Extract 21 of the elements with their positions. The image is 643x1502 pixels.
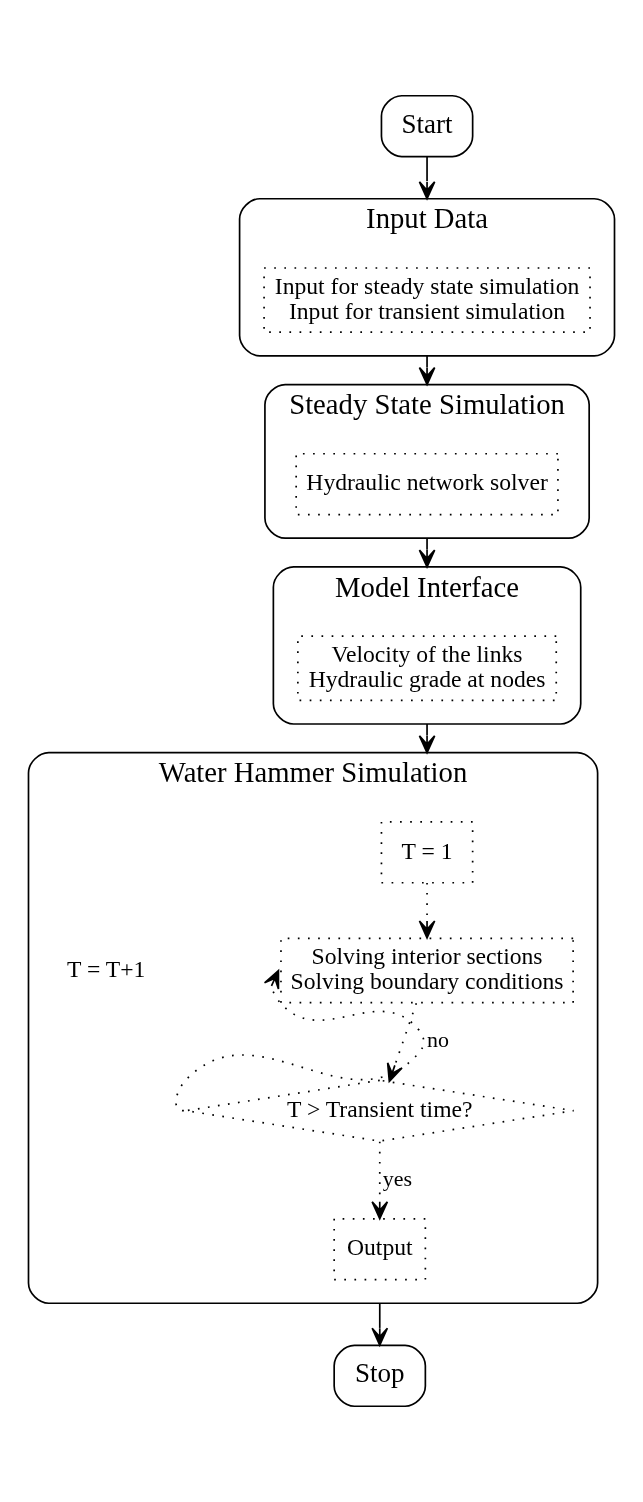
edge-label: no	[427, 1027, 449, 1053]
node-box: Stop	[333, 1344, 427, 1408]
arrow	[371, 1302, 389, 1346]
node-box: Output	[333, 1217, 427, 1281]
node-box: Input for steady state simulation Input for transient simulation	[263, 267, 591, 334]
node-box: Solving interior sections Solving boundary conditions	[280, 937, 574, 1004]
arrow	[175, 969, 425, 1112]
arrow	[386, 1002, 418, 1083]
node-box: Hydraulic network solver	[295, 452, 559, 516]
arrow	[418, 723, 436, 754]
node-box: Start	[380, 94, 474, 158]
label: T = T+1	[67, 955, 146, 982]
arrow	[418, 355, 436, 386]
arrow	[418, 155, 436, 200]
node-diamond: T > Transient time?	[185, 1079, 575, 1142]
edge-label: yes	[382, 1165, 413, 1191]
arrow	[418, 882, 436, 939]
arrow	[371, 1140, 389, 1220]
arrow	[418, 537, 436, 568]
node-box: Velocity of the links Hydraulic grade at nodes	[297, 635, 558, 702]
node-box: T = 1	[380, 821, 474, 884]
